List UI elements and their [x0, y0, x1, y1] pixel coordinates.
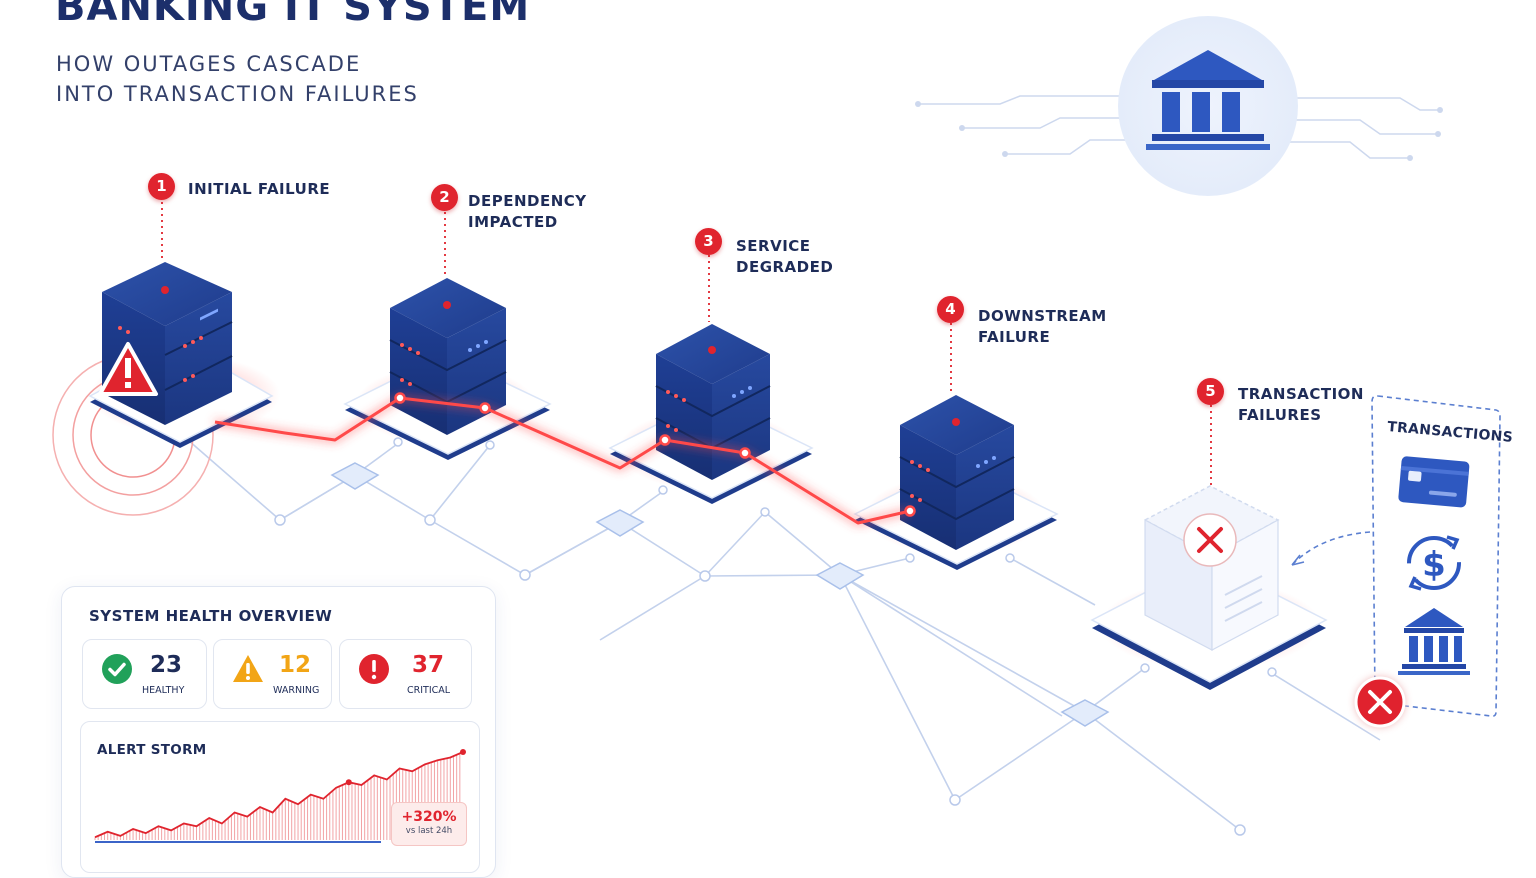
critical-count: 37 [412, 652, 445, 678]
svg-text:$: $ [1422, 545, 1446, 585]
page-title: BANKING IT SYSTEM [55, 0, 531, 30]
step-5-badge: 5 [1197, 378, 1224, 405]
dollar-exchange-icon: $ [1407, 535, 1461, 591]
server-4 [853, 395, 1059, 570]
circuit-lines [918, 95, 1440, 159]
alert-change-sub: vs last 24h [405, 826, 453, 836]
step-1-label: INITIAL FAILURE [188, 180, 331, 198]
alert-chart-point [345, 779, 352, 786]
credit-card-icon [1398, 456, 1470, 508]
step-2-label: DEPENDENCY IMPACTED [468, 192, 587, 231]
server-2 [343, 278, 552, 460]
critical-stat-card: 37 CRITICAL [339, 639, 472, 709]
check-icon [102, 654, 132, 684]
bank-icon [1398, 608, 1470, 675]
transaction-error-icon [1354, 676, 1406, 728]
failed-transaction-block [1090, 485, 1328, 690]
warning-icon [233, 655, 263, 682]
network-junctions [330, 462, 1110, 727]
step-3-badge: 3 [695, 228, 722, 255]
page-subtitle: HOW OUTAGES CASCADE INTO TRANSACTION FAI… [56, 49, 419, 109]
bank-hero-icon [1118, 16, 1298, 196]
critical-label: CRITICAL [407, 685, 451, 696]
step-5-label: TRANSACTION FAILURES [1238, 385, 1364, 424]
network-nodes [274, 437, 1277, 836]
alert-change-badge: +320% vs last 24h [391, 802, 467, 846]
alert-storm-card: ALERT STORM +320% vs last 24h [80, 721, 480, 873]
warning-stat-card: 12 WARNING [213, 639, 332, 709]
healthy-stat-card: 23 HEALTHY [82, 639, 207, 709]
step-1-badge: 1 [148, 173, 175, 200]
step-4-label: DOWNSTREAM FAILURE [978, 307, 1107, 346]
alert-chart-line [94, 751, 464, 839]
warning-label: WARNING [273, 685, 320, 696]
warning-count: 12 [279, 652, 312, 678]
subtitle-line-2: INTO TRANSACTION FAILURES [56, 82, 419, 106]
step-leaders [161, 202, 1212, 488]
healthy-label: HEALTHY [142, 685, 185, 696]
step-3-label: SERVICE DEGRADED [736, 237, 834, 276]
transactions-panel [1291, 395, 1501, 717]
subtitle-line-1: HOW OUTAGES CASCADE [56, 52, 362, 76]
alert-change-value: +320% [401, 809, 457, 825]
cascade-path [214, 396, 911, 525]
step-4-badge: 4 [937, 296, 964, 323]
system-health-title: SYSTEM HEALTH OVERVIEW [89, 607, 333, 625]
exclamation-icon [359, 654, 389, 684]
step-2-badge: 2 [431, 184, 458, 211]
alert-chart-point [460, 749, 466, 755]
alert-storm-title: ALERT STORM [97, 742, 207, 758]
healthy-count: 23 [150, 652, 183, 678]
system-health-panel: SYSTEM HEALTH OVERVIEW 23 HEALTHY 12 WAR… [61, 586, 496, 878]
server-1 [52, 262, 280, 516]
